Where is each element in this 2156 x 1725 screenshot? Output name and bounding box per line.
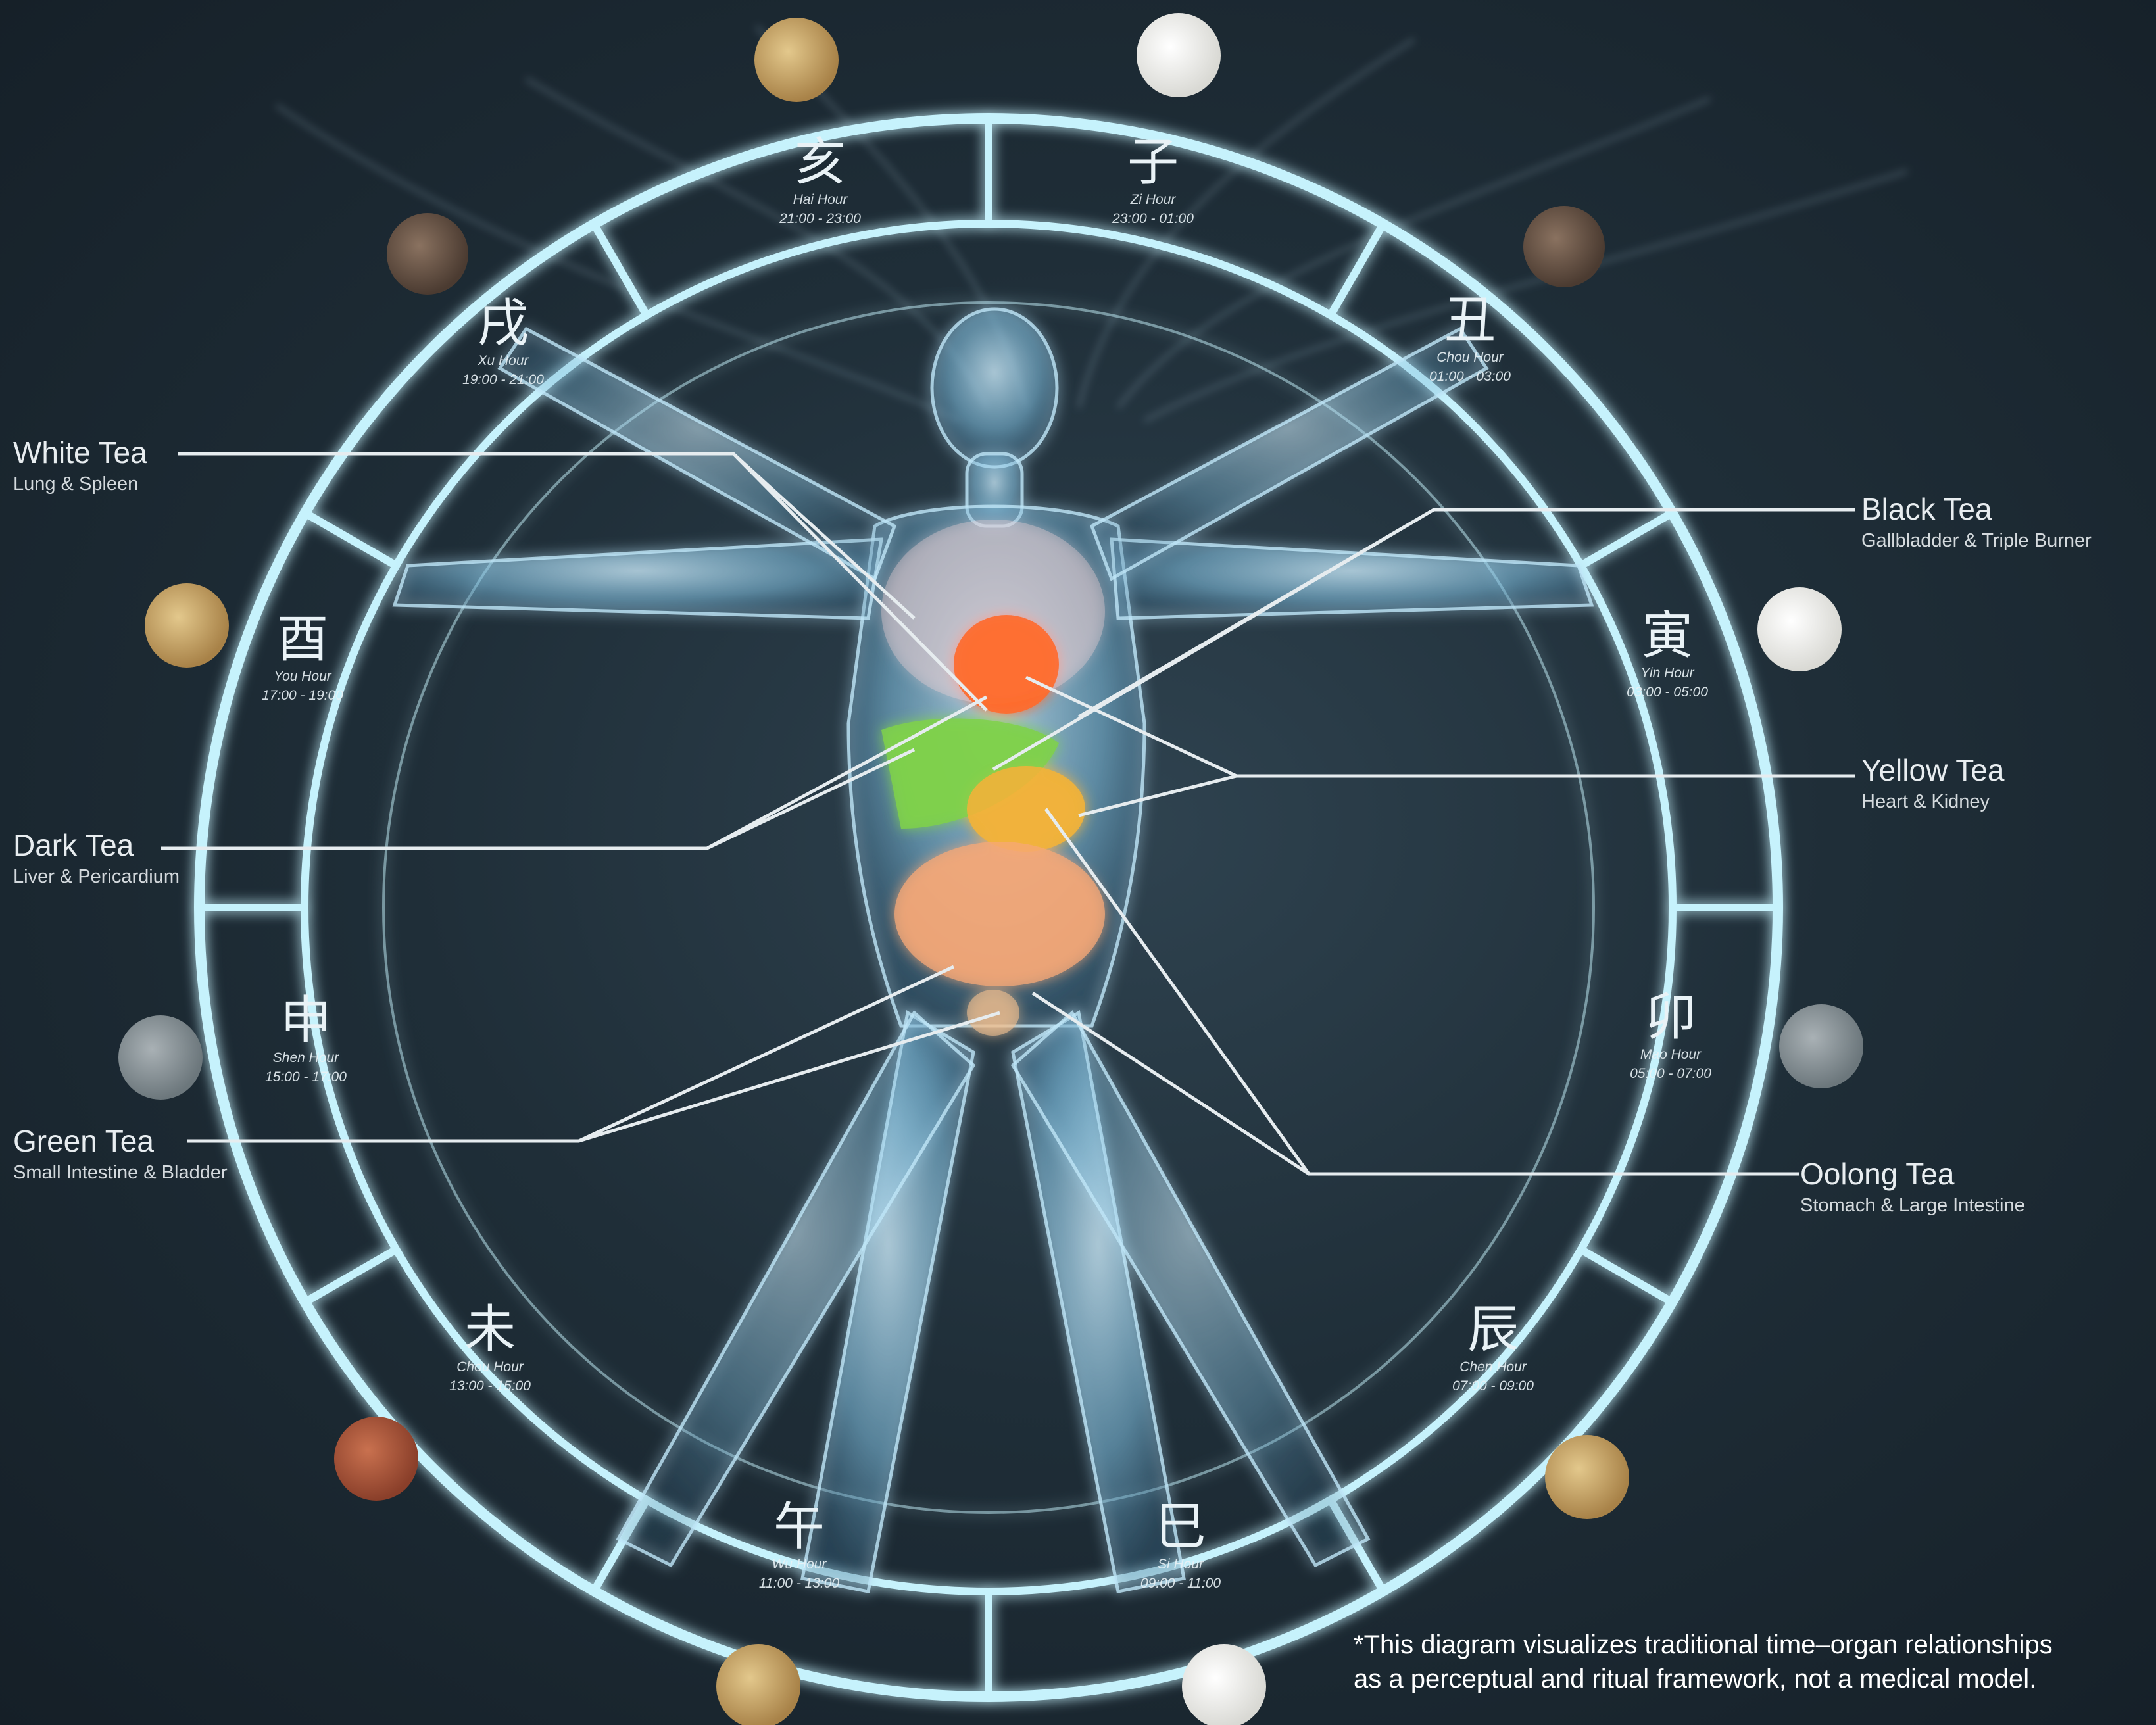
hour-name: Xu Hour xyxy=(404,351,602,371)
hour-character: 丑 xyxy=(1371,293,1569,348)
hour-label-chen: 辰 Chen Hour 07:00 - 09:00 xyxy=(1394,1302,1592,1396)
hour-character: 辰 xyxy=(1394,1302,1592,1357)
tea-name: Dark Tea xyxy=(13,827,180,863)
hour-character: 未 xyxy=(391,1302,589,1357)
tea-disc-si xyxy=(1182,1644,1266,1725)
hour-time: 05:00 - 07:00 xyxy=(1572,1065,1769,1083)
tea-label-yellow: Yellow Tea Heart & Kidney xyxy=(1861,752,2004,815)
hour-time: 15:00 - 17:00 xyxy=(207,1068,404,1086)
disclaimer-line: as a perceptual and ritual framework, no… xyxy=(1354,1662,2143,1696)
tea-disc-yin xyxy=(1757,587,1842,671)
hour-time: 21:00 - 23:00 xyxy=(722,210,919,228)
tea-organs: Lung & Spleen xyxy=(13,471,147,497)
tea-disc-mao xyxy=(1779,1004,1863,1088)
hour-name: Zi Hour xyxy=(1054,190,1252,210)
hour-label-chou: 丑 Chou Hour 01:00 - 03:00 xyxy=(1371,293,1569,386)
hour-label-yin: 寅 Yin Hour 03:00 - 05:00 xyxy=(1569,608,1766,702)
tea-label-black: Black Tea Gallbladder & Triple Burner xyxy=(1861,491,2092,554)
disclaimer-line: *This diagram visualizes traditional tim… xyxy=(1354,1628,2143,1662)
hour-label-mao: 卯 Mao Hour 05:00 - 07:00 xyxy=(1572,990,1769,1083)
tea-disc-wei xyxy=(334,1417,418,1501)
hour-name: Si Hour xyxy=(1082,1555,1279,1574)
hour-name: Chen Hour xyxy=(1394,1357,1592,1377)
hour-character: 巳 xyxy=(1082,1499,1279,1555)
hour-time: 11:00 - 13:00 xyxy=(700,1574,898,1593)
hour-character: 亥 xyxy=(722,135,919,190)
tea-disc-zi xyxy=(1137,13,1221,97)
hour-label-wu: 午 Wu Hour 11:00 - 13:00 xyxy=(700,1499,898,1593)
hour-character: 酉 xyxy=(204,612,401,667)
tea-disc-chou xyxy=(1523,206,1605,287)
tea-label-dark: Dark Tea Liver & Pericardium xyxy=(13,827,180,890)
tea-disc-shen xyxy=(118,1015,203,1100)
tea-label-white: White Tea Lung & Spleen xyxy=(13,434,147,497)
tea-disc-chen xyxy=(1545,1435,1629,1519)
ring-divider xyxy=(305,513,397,566)
disclaimer-note: *This diagram visualizes traditional tim… xyxy=(1354,1628,2143,1696)
tea-organs: Heart & Kidney xyxy=(1861,789,2004,815)
hour-character: 子 xyxy=(1054,135,1252,190)
ring-divider xyxy=(1581,1250,1673,1302)
hour-time: 09:00 - 11:00 xyxy=(1082,1574,1279,1593)
tea-disc-hai xyxy=(754,18,839,102)
hour-name: Chou Hour xyxy=(1371,348,1569,368)
hour-name: Mao Hour xyxy=(1572,1045,1769,1065)
hour-time: 13:00 - 15:00 xyxy=(391,1377,589,1396)
hour-label-zi: 子 Zi Hour 23:00 - 01:00 xyxy=(1054,135,1252,228)
hour-label-xu: 戌 Xu Hour 19:00 - 21:00 xyxy=(404,296,602,389)
hour-name: Hai Hour xyxy=(722,190,919,210)
hour-time: 17:00 - 19:00 xyxy=(204,687,401,705)
tea-name: Black Tea xyxy=(1861,491,2092,527)
hour-time: 03:00 - 05:00 xyxy=(1569,683,1766,702)
tea-organs: Small Intestine & Bladder xyxy=(13,1159,228,1186)
tea-disc-wu xyxy=(716,1644,800,1725)
hour-character: 寅 xyxy=(1569,608,1766,664)
hour-character: 午 xyxy=(700,1499,898,1555)
hour-label-shen: 申 Shen Hour 15:00 - 17:00 xyxy=(207,993,404,1086)
hour-name: Shen Hour xyxy=(207,1048,404,1068)
hour-character: 卯 xyxy=(1572,990,1769,1045)
hour-time: 07:00 - 09:00 xyxy=(1394,1377,1592,1396)
heart xyxy=(954,615,1059,714)
hour-time: 01:00 - 03:00 xyxy=(1371,368,1569,386)
hour-time: 19:00 - 21:00 xyxy=(404,371,602,389)
tea-name: White Tea xyxy=(13,434,147,471)
ring-divider xyxy=(305,1250,397,1302)
hour-label-si: 巳 Si Hour 09:00 - 11:00 xyxy=(1082,1499,1279,1593)
hour-label-you: 酉 You Hour 17:00 - 19:00 xyxy=(204,612,401,705)
intestines xyxy=(894,842,1105,986)
tea-name: Green Tea xyxy=(13,1123,228,1159)
tea-organs: Stomach & Large Intestine xyxy=(1800,1192,2025,1219)
bladder xyxy=(967,990,1019,1036)
ring-divider xyxy=(594,224,647,316)
hour-label-wei: 未 Chou Hour 13:00 - 15:00 xyxy=(391,1302,589,1396)
hour-name: Chou Hour xyxy=(391,1357,589,1377)
hour-name: Yin Hour xyxy=(1569,664,1766,683)
hour-character: 戌 xyxy=(404,296,602,351)
tea-name: Oolong Tea xyxy=(1800,1155,2025,1192)
tea-disc-xu xyxy=(387,213,468,295)
hour-name: Wu Hour xyxy=(700,1555,898,1574)
hour-name: You Hour xyxy=(204,667,401,687)
tea-organs: Gallbladder & Triple Burner xyxy=(1861,527,2092,554)
tea-label-oolong: Oolong Tea Stomach & Large Intestine xyxy=(1800,1155,2025,1219)
tea-name: Yellow Tea xyxy=(1861,752,2004,789)
ring-divider xyxy=(1581,513,1673,566)
hour-character: 申 xyxy=(207,993,404,1048)
tea-organs: Liver & Pericardium xyxy=(13,863,180,890)
tea-label-green: Green Tea Small Intestine & Bladder xyxy=(13,1123,228,1186)
hour-time: 23:00 - 01:00 xyxy=(1054,210,1252,228)
hour-label-hai: 亥 Hai Hour 21:00 - 23:00 xyxy=(722,135,919,228)
